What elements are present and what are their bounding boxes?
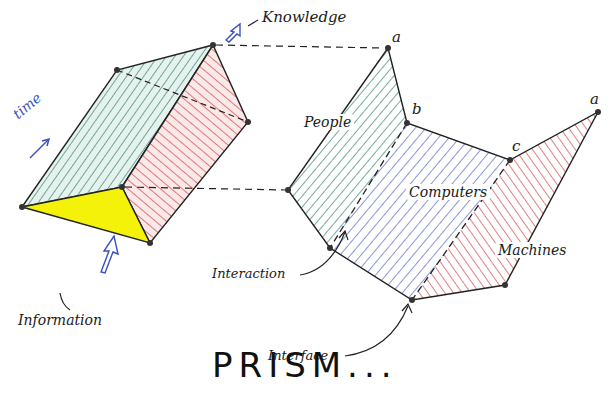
caption: PRISM... [212,345,398,385]
people-panel: People [301,113,354,131]
vertex-letter: a [392,28,401,46]
panel-label: People [301,114,354,130]
machines-panel: Machines [495,241,570,259]
computers-panel: Computers [406,183,490,201]
panel-label: Computers [406,184,490,200]
interaction-label: Interaction [212,266,285,281]
vertex-letter: c [512,137,520,155]
panel-label: Machines [495,242,570,258]
vertex-letter: b [412,100,422,118]
vertex-letter: a [590,90,599,108]
information-label: Information [18,312,102,328]
time-label: time [10,89,45,122]
knowledge-label: Knowledge [262,8,347,26]
